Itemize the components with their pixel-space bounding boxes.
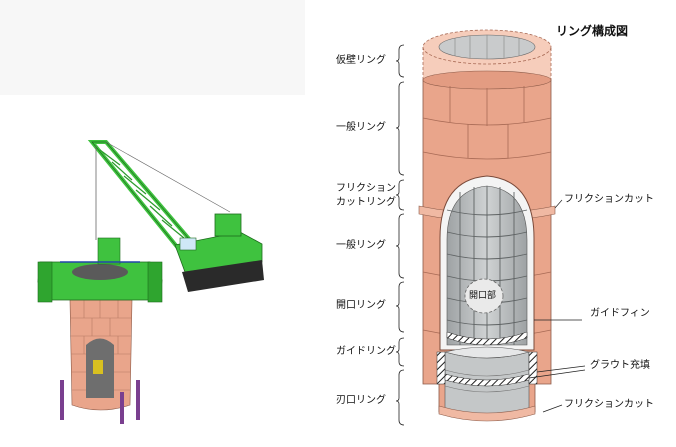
label-cutting-edge-ring: 刃口リング bbox=[336, 395, 386, 406]
crane-scene bbox=[37, 140, 264, 424]
diagram-title: リング構成図 bbox=[556, 24, 629, 38]
label-friction-cut-upper: フリクションカット bbox=[564, 194, 654, 205]
crane-body bbox=[174, 213, 264, 292]
label-guide-ring: ガイドリング bbox=[336, 346, 396, 357]
label-general-ring-1: 一般リング bbox=[336, 122, 386, 133]
right-leader-lines bbox=[528, 199, 586, 413]
label-temp-wall-ring: 仮壁リング bbox=[336, 55, 386, 66]
label-general-ring-2: 一般リング bbox=[336, 240, 386, 251]
label-opening: 開口部 bbox=[469, 291, 497, 301]
work-platform bbox=[37, 237, 163, 303]
label-grout-fill: グラウト充填 bbox=[590, 360, 650, 371]
left-brackets bbox=[395, 44, 405, 426]
label-opening-ring: 開口リング bbox=[336, 300, 386, 311]
label-guide-fin: ガイドフィン bbox=[590, 308, 650, 319]
caisson-column bbox=[60, 299, 140, 424]
label-friction-cut-ring-line2: カットリング bbox=[336, 197, 396, 208]
crane-boom bbox=[87, 140, 231, 251]
label-friction-cut-lower: フリクションカット bbox=[564, 399, 654, 410]
background-panel bbox=[0, 0, 305, 95]
label-friction-cut-ring-line1: フリクション bbox=[336, 183, 396, 194]
ring-column bbox=[418, 29, 556, 422]
